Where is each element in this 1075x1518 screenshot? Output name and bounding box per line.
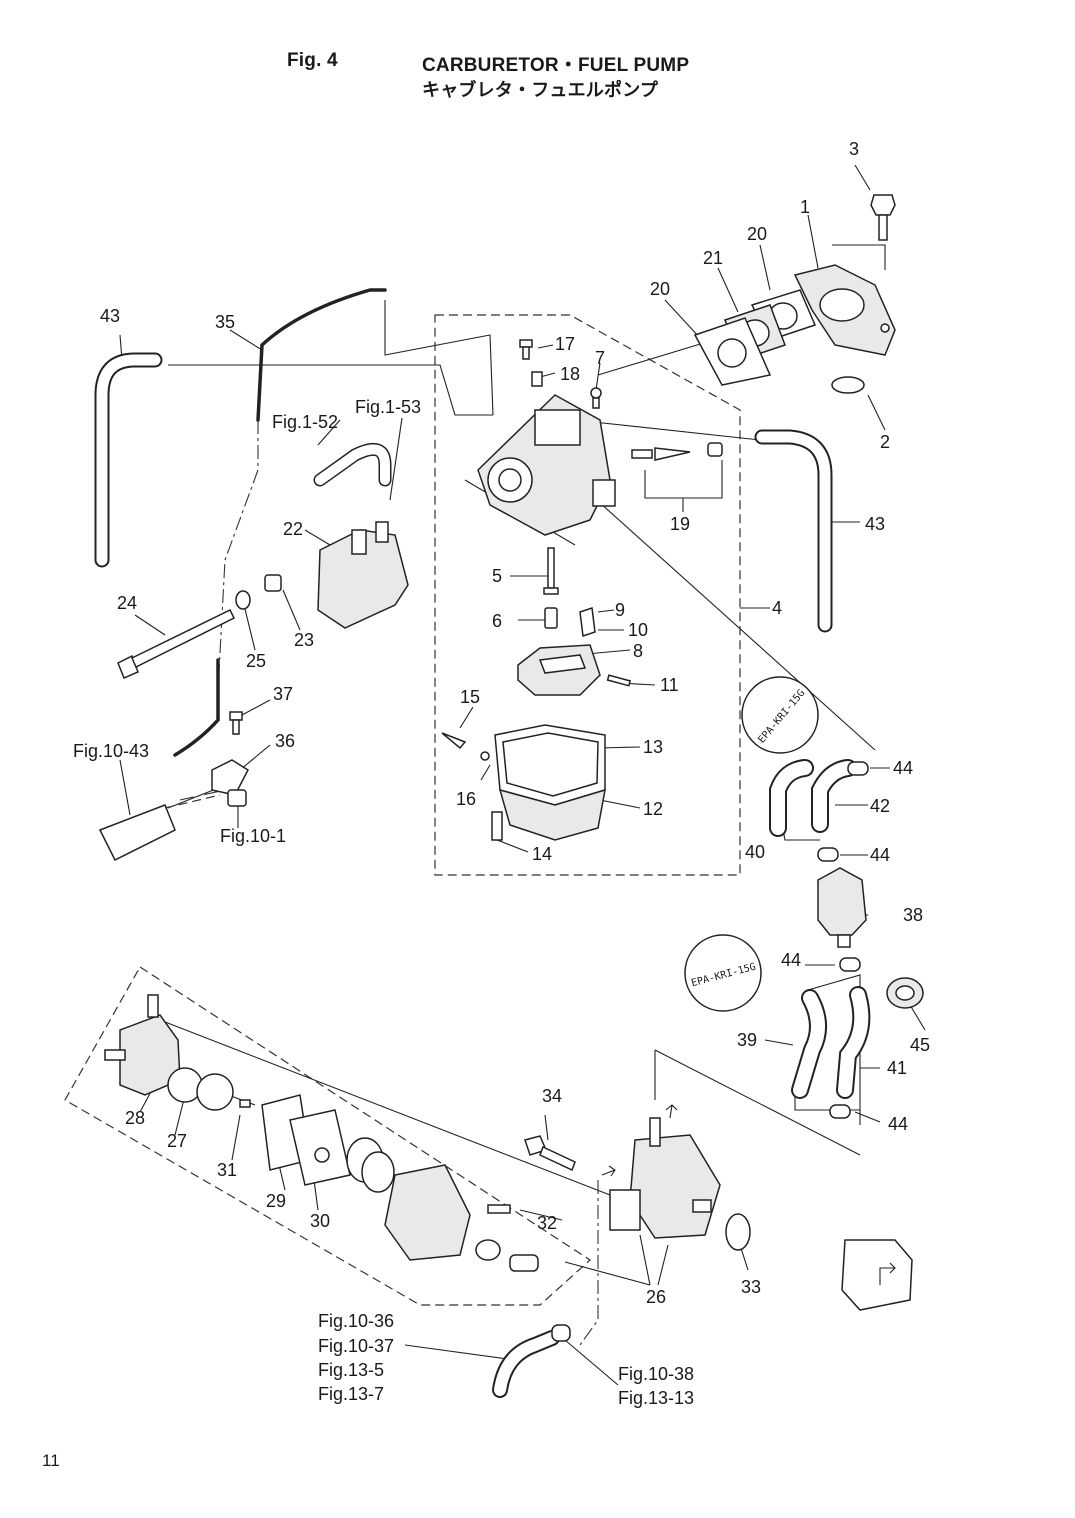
callout-33: 33 [741,1277,761,1297]
epa-stamp-upper: EPA-KRI-15G [741,676,819,754]
callout-34: 34 [542,1086,562,1106]
callout-29: 29 [266,1191,286,1211]
callout-6: 6 [492,611,502,631]
screws-parts-17-18-7 [519,339,602,409]
callout-11: 11 [660,675,679,695]
callout-44-a: 44 [893,758,913,778]
callout-39: 39 [737,1030,757,1050]
callout-21: 21 [703,248,723,268]
fuel-hose-part-43-left [94,352,163,568]
callout-23: 23 [294,630,314,650]
hoses-parts-39-41 [791,986,871,1099]
o-ring-part-2 [831,376,865,394]
pump-hose-lower [492,1324,571,1398]
callout-13: 13 [643,737,663,757]
o-ring-part-33 [725,1213,751,1251]
short-hoses-parts-40-42 [769,759,857,837]
callout-32: 32 [537,1213,557,1233]
carburetor-assembly-boundary [434,314,741,876]
epa-stamp-lower: EPA-KRI-15G [684,934,762,1012]
callout-43-right: 43 [865,514,885,534]
callout-14: 14 [532,844,552,864]
ref-fig-10-37: Fig.10-37 [318,1336,394,1356]
callout-3: 3 [849,139,859,159]
grommet-part-45 [886,977,924,1009]
callout-22: 22 [283,519,303,539]
breather-hose-ref [313,442,392,487]
callout-17: 17 [555,334,575,354]
callout-41: 41 [887,1058,907,1078]
callout-40: 40 [745,842,765,862]
callout-12: 12 [643,799,663,819]
callout-26: 26 [646,1287,666,1307]
callout-30: 30 [310,1211,330,1231]
figure-title-japanese: キャブレタ・フュエルポンプ [422,80,659,101]
callout-44-c: 44 [781,950,801,970]
callout-31: 31 [217,1160,237,1180]
callout-24: 24 [117,593,137,613]
leader-lines [119,164,926,1386]
ref-fig-10-43: Fig.10-43 [73,741,149,761]
callout-25: 25 [246,651,266,671]
callout-20-upper: 20 [747,224,767,244]
callout-16: 16 [456,789,476,809]
callout-15: 15 [460,687,480,707]
choke-cable-part-35 [256,288,387,422]
callout-18: 18 [560,364,580,384]
figure-title: CARBURETOR・FUEL PUMP [422,55,690,76]
primer-inset-icon [841,1239,913,1311]
ref-fig-13-13: Fig.13-13 [618,1388,694,1408]
callout-10: 10 [628,620,648,640]
bolt-parts-23-24-25 [117,574,282,679]
fuel-pump-exploded-boundary [64,966,591,1306]
ref-fig-1-53: Fig.1-53 [355,397,421,417]
callout-4: 4 [772,598,782,618]
callout-2: 2 [880,432,890,452]
hose-clips-part-44 [817,761,869,1119]
choke-cable-lower [173,658,220,757]
callout-42: 42 [870,796,890,816]
fuel-filter-part-38 [817,867,867,948]
gaskets-parts-20-21 [693,289,817,386]
ref-fig-10-38: Fig.10-38 [618,1364,694,1384]
intake-flange-part-1 [793,264,896,356]
callout-28: 28 [125,1108,145,1128]
carburetor-body [477,394,616,536]
callout-37: 37 [273,684,293,704]
callout-1: 1 [800,197,810,217]
figure-number: Fig. 4 [287,50,338,71]
callout-19: 19 [670,514,690,534]
float-parts-5-6-8-9-10-11 [517,547,632,696]
clamp-parts-36-37 [211,711,249,796]
callout-9: 9 [615,600,625,620]
fuel-hose-part-43-right [754,429,833,633]
callout-27: 27 [167,1131,187,1151]
callout-44-d: 44 [888,1114,908,1134]
float-bowl-parts-12-13-14 [441,724,606,841]
ref-fig-1-52: Fig.1-52 [272,412,338,432]
callout-36: 36 [275,731,295,751]
cable-connector-ref [98,789,247,862]
callout-20-lower: 20 [650,279,670,299]
callout-43-left: 43 [100,306,120,326]
callout-44-b: 44 [870,845,890,865]
ref-fig-10-1: Fig.10-1 [220,826,286,846]
fuel-pump-part-26 [601,1104,721,1239]
ref-fig-13-7: Fig.13-7 [318,1384,384,1404]
silencer-box-part-22 [317,521,409,629]
ref-fig-10-36: Fig.10-36 [318,1311,394,1331]
callout-38: 38 [903,905,923,925]
pump-internal-parts-27-32 [104,994,539,1272]
ref-fig-13-5: Fig.13-5 [318,1360,384,1380]
pilot-screw-set-part-19 [631,442,723,461]
page-number: 11 [42,1451,60,1470]
bolt-part-3 [870,194,896,241]
callout-7: 7 [595,348,605,368]
bolt-part-34 [524,1135,576,1172]
callout-45: 45 [910,1035,930,1055]
callout-35: 35 [215,312,235,332]
callout-5: 5 [492,566,502,586]
callout-8: 8 [633,641,643,661]
